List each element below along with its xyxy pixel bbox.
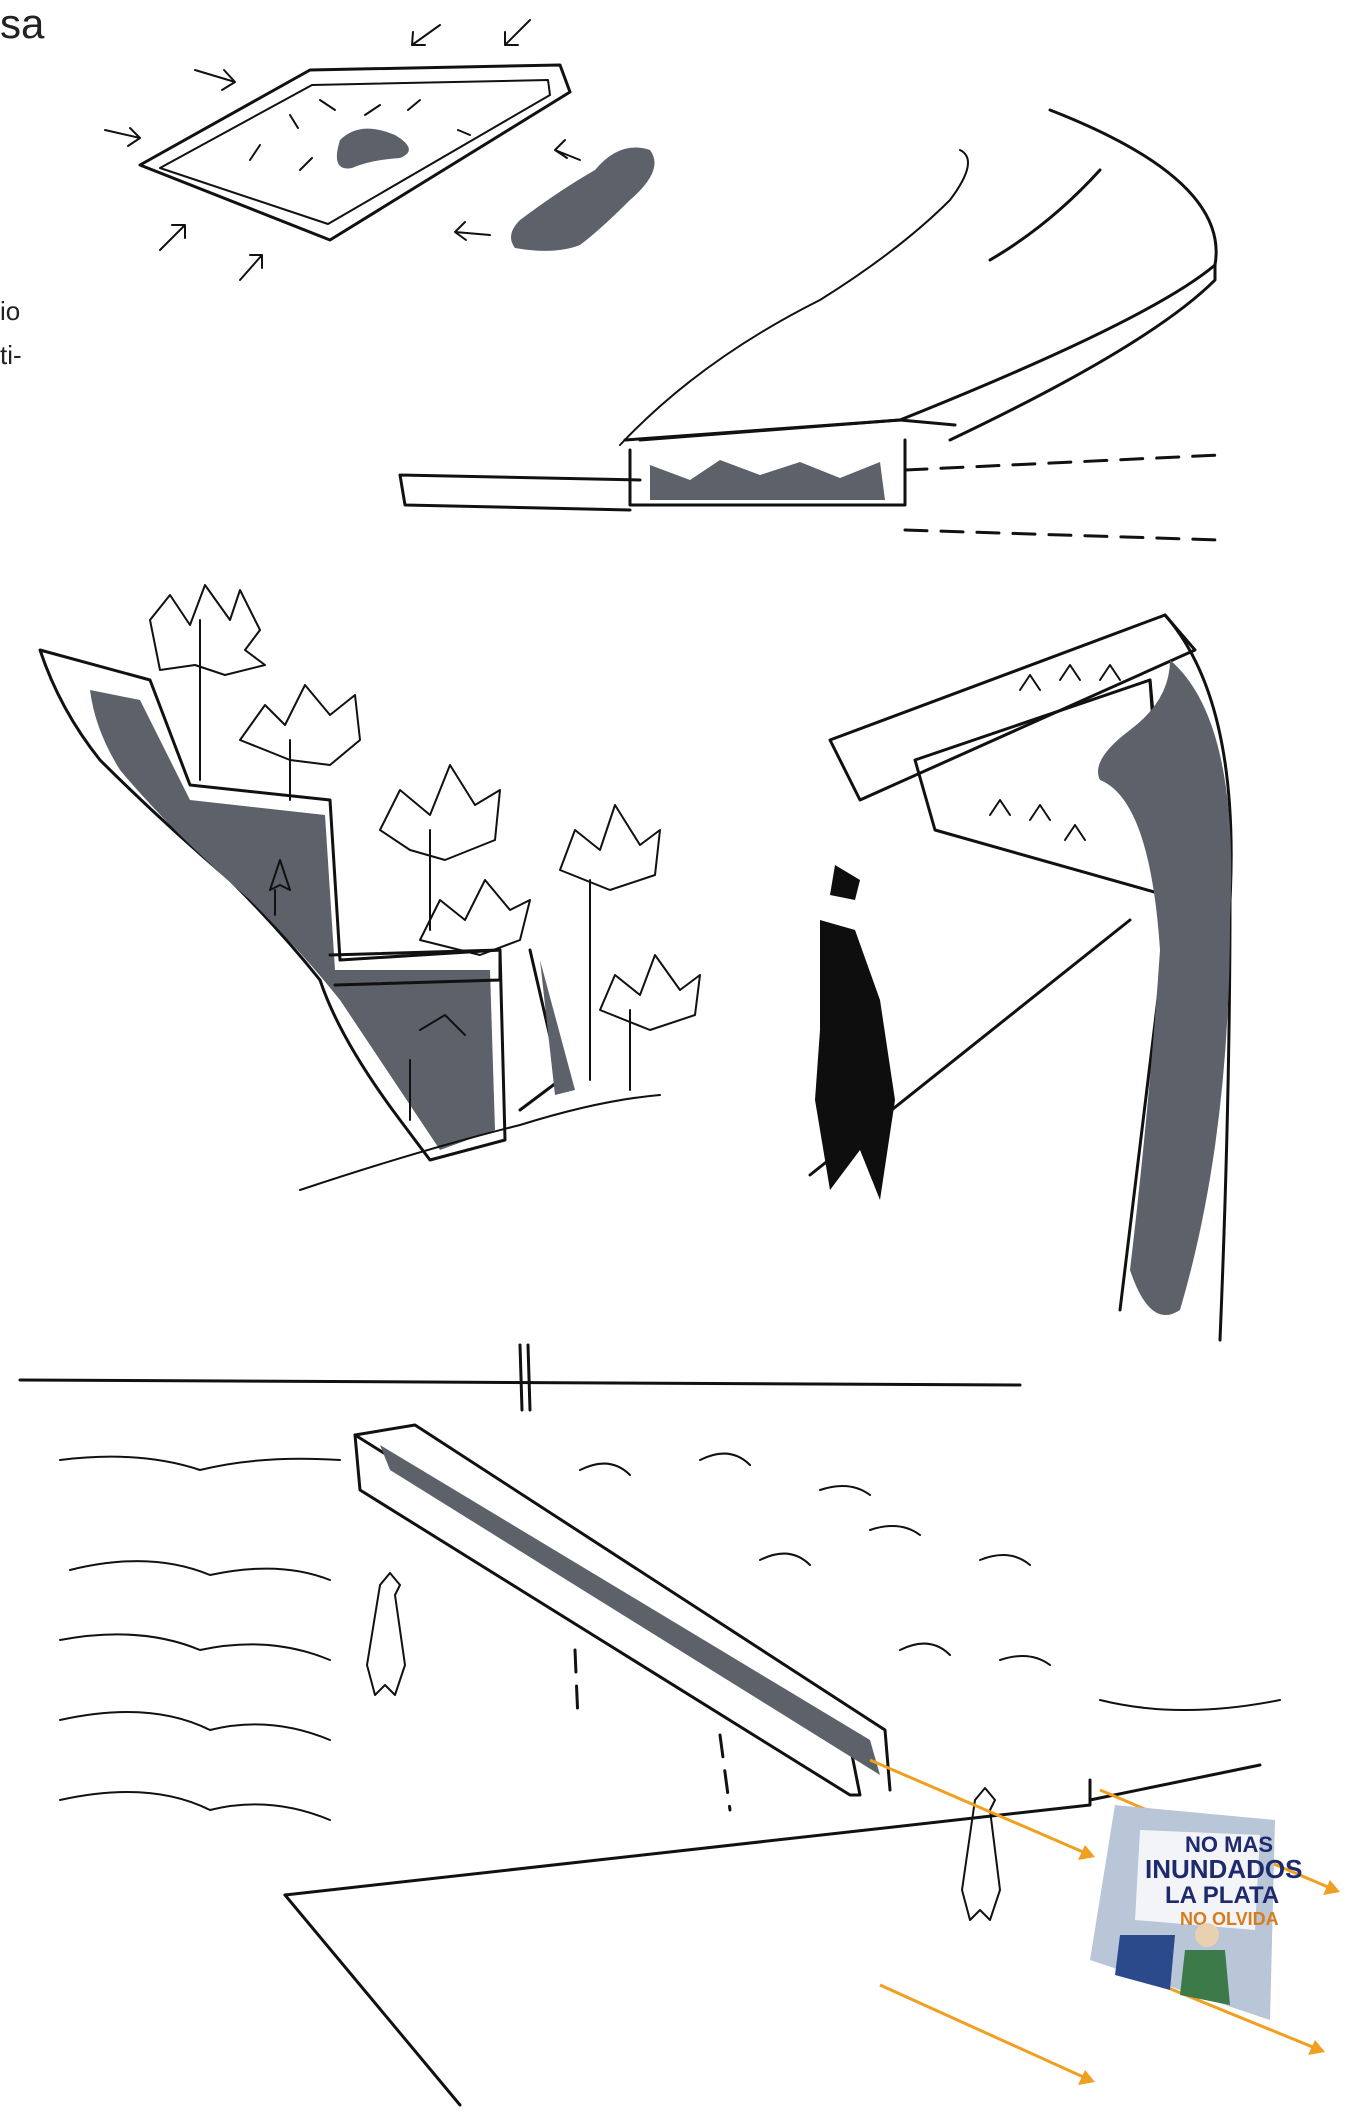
poster-line-4: NO OLVIDA (1180, 1909, 1279, 1929)
poster-line-2: INUNDADOS (1145, 1854, 1302, 1884)
sketch-curved-channel (400, 110, 1220, 540)
sketch-ramp-with-trees (40, 585, 700, 1190)
sketch-walls-with-figure (810, 615, 1231, 1340)
sketch-bridge-over-river (20, 1345, 1280, 2105)
sketch-plaza-plan (105, 20, 655, 280)
protest-poster: NO MAS INUNDADOS LA PLATA NO OLVIDA (1090, 1805, 1302, 2020)
poster-line-3: LA PLATA (1165, 1882, 1279, 1909)
